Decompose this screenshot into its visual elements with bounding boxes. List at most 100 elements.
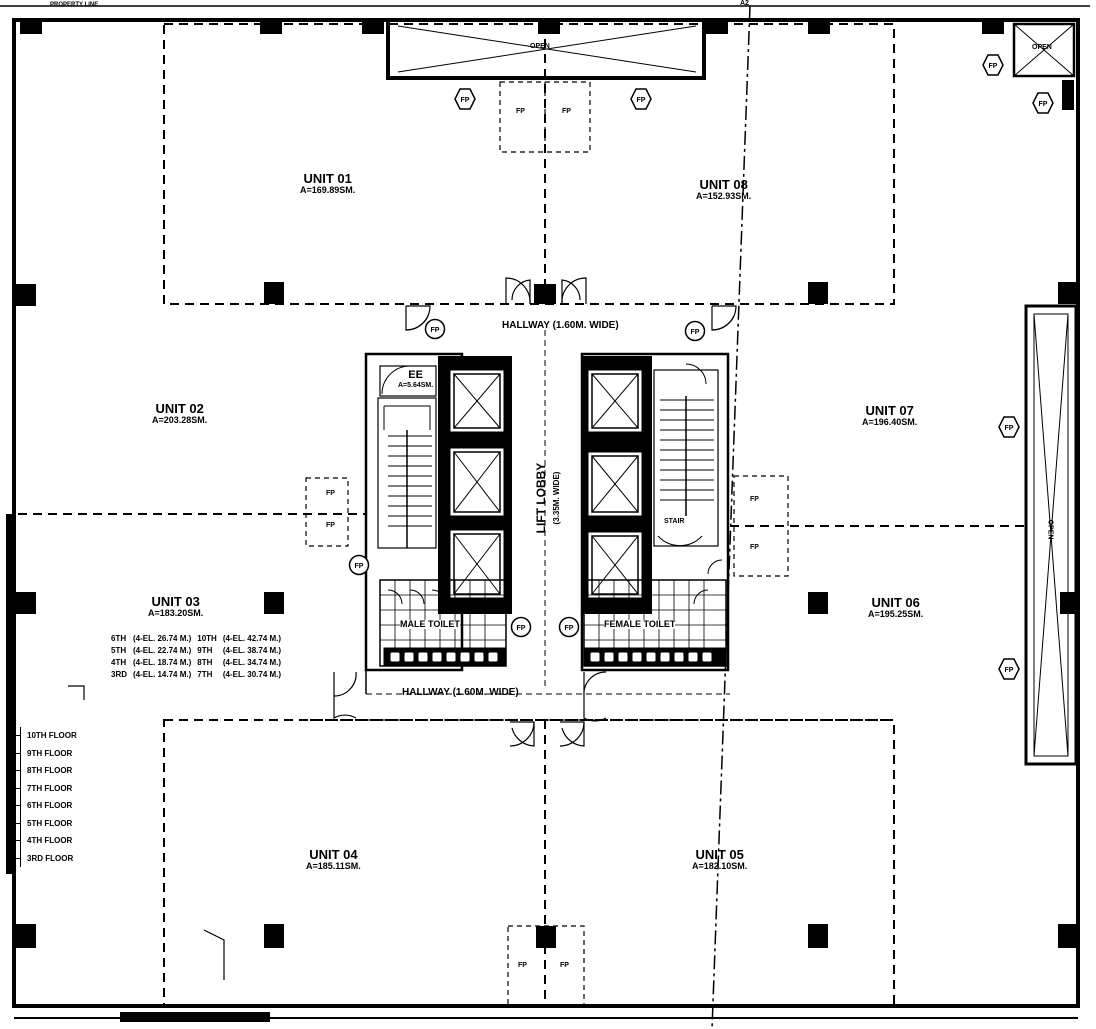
- shaft-tag: FP: [518, 962, 527, 969]
- elevation-value: (4-EL. 34.74 M.): [222, 658, 282, 667]
- shaft-tag: FP: [516, 108, 525, 115]
- unit-07-area: A=196.40SM.: [862, 416, 918, 427]
- floor-item: 8TH FLOOR: [7, 762, 77, 780]
- unit-04-area: A=185.11SM.: [306, 860, 361, 871]
- shaft-tag: FP: [562, 108, 571, 115]
- elevation-floor: 4TH: [111, 658, 127, 667]
- shaft-bottom: [507, 925, 585, 1007]
- unit-03-label: UNIT 03 A=183.20SM.: [148, 595, 203, 618]
- elevation-value: (4-EL. 22.74 M.): [133, 646, 192, 655]
- shaft-right: [733, 475, 789, 577]
- gridline: [711, 5, 751, 1029]
- fp-tag-text: FP: [989, 63, 998, 70]
- floor-item: 3RD FLOOR: [7, 849, 77, 867]
- elevation-row: 5TH (4-EL. 22.74 M.) 9TH (4-EL. 38.74 M.…: [108, 645, 284, 657]
- columns: [16, 18, 1076, 948]
- unit-08-label: UNIT 08 A=152.93SM.: [696, 178, 751, 201]
- stair-label: STAIR: [664, 518, 685, 526]
- elevation-floor: 8TH: [197, 658, 213, 667]
- hallway-bottom-label: HALLWAY (1.60M. WIDE): [402, 687, 519, 698]
- fp-tag-text: FP: [1039, 101, 1048, 108]
- fire-pipe-tag-icon: FP: [998, 416, 1020, 438]
- fire-pipe-tag-icon: FP: [998, 658, 1020, 680]
- floor-item: 9TH FLOOR: [7, 744, 77, 762]
- fp-tag-text: FP: [691, 329, 700, 336]
- female-toilet-fixtures: [583, 559, 727, 667]
- shaft-tag: FP: [560, 962, 569, 969]
- lifts-left: [438, 356, 512, 614]
- fire-pipe-tag-icon: FP: [1032, 92, 1054, 114]
- open-void-corner: [1012, 22, 1076, 78]
- bottom-rail: [120, 1012, 270, 1022]
- elevation-row: 6TH (4-EL. 26.74 M.) 10TH (4-EL. 42.74 M…: [108, 633, 284, 645]
- fire-pipe-tag-icon: FP: [630, 88, 652, 110]
- floor-item: 4TH FLOOR: [7, 832, 77, 850]
- stair-left: [377, 365, 437, 549]
- doors: [68, 277, 737, 980]
- unit-02-area: A=203.28SM.: [152, 414, 208, 425]
- unit-08-area: A=152.93SM.: [696, 190, 752, 201]
- floor-item: 5TH FLOOR: [7, 814, 77, 832]
- shaft-tag: FP: [326, 490, 335, 497]
- elevation-value: (4-EL. 18.74 M.): [133, 658, 192, 667]
- unit-boundaries: [18, 23, 1025, 1007]
- open-void-right: [1024, 304, 1078, 766]
- male-toilet-label: MALE TOILET: [400, 619, 460, 630]
- circle-tag-icon: FP: [684, 320, 706, 342]
- lift-lobby-width: (3.35M. WIDE): [552, 471, 561, 525]
- stair-right: [653, 363, 719, 547]
- open-label-right: OPEN: [1046, 519, 1054, 540]
- elevation-value: (4-EL. 14.74 M.): [133, 670, 192, 679]
- unit-07-name: UNIT 07: [865, 403, 914, 418]
- hallway-top-label: HALLWAY (1.60M. WIDE): [502, 320, 619, 331]
- unit-05-area: A=182.10SM.: [692, 860, 748, 871]
- lift-lobby-name: LIFT LOBBY: [534, 462, 548, 534]
- shaft-tag: FP: [326, 522, 335, 529]
- male-toilet-fixtures: [379, 579, 507, 667]
- elevation-floor: 6TH: [111, 634, 127, 643]
- unit-07-label: UNIT 07 A=196.40SM.: [862, 404, 917, 427]
- elevation-value: (4-EL. 26.74 M.): [133, 634, 192, 643]
- open-label-corner: OPEN: [1032, 44, 1052, 51]
- unit-03-name: UNIT 03: [151, 594, 200, 609]
- shaft-tag: FP: [750, 544, 759, 551]
- elevation-row: 3RD (4-EL. 14.74 M.) 7TH (4-EL. 30.74 M.…: [108, 669, 284, 681]
- unit-01-label: UNIT 01 A=169.89SM.: [300, 172, 355, 195]
- elevation-value: (4-EL. 30.74 M.): [222, 670, 282, 679]
- female-toilet-label: FEMALE TOILET: [604, 619, 676, 630]
- circle-tag-icon: FP: [558, 616, 580, 638]
- fire-pipe-tag-icon: FP: [454, 88, 476, 110]
- open-label-top: OPEN: [530, 43, 550, 50]
- circle-tag-icon: FP: [510, 616, 532, 638]
- elevation-floor: 7TH: [197, 670, 213, 679]
- floor-item: 10TH FLOOR: [7, 727, 77, 745]
- unit-04-label: UNIT 04 A=185.11SM.: [306, 848, 361, 871]
- property-line-label: PROPERTY LINE: [50, 2, 99, 8]
- unit-08-name: UNIT 08: [699, 177, 748, 192]
- unit-01-area: A=169.89SM.: [300, 184, 356, 195]
- elevation-floor: 10TH: [197, 634, 217, 643]
- fp-tag-text: FP: [1005, 667, 1014, 674]
- floor-list: 10TH FLOOR 9TH FLOOR 8TH FLOOR 7TH FLOOR…: [7, 727, 77, 867]
- unit-05-name: UNIT 05: [695, 847, 744, 862]
- lifts-right: [582, 356, 652, 614]
- floor-item: 6TH FLOOR: [7, 797, 77, 815]
- elevation-value: (4-EL. 38.74 M.): [222, 646, 282, 655]
- gridline-label: A2: [740, 0, 749, 7]
- elevation-value: (4-EL. 42.74 M.): [222, 634, 282, 643]
- fp-tag-text: FP: [431, 327, 440, 334]
- lift-lobby-label: LIFT LOBBY (3.35M. WIDE): [534, 448, 562, 548]
- ee-room-area: A=5.64SM.: [398, 381, 434, 389]
- fp-tag-text: FP: [355, 563, 364, 570]
- unit-06-name: UNIT 06: [871, 595, 920, 610]
- shaft-top: [499, 81, 591, 153]
- circle-tag-icon: FP: [424, 318, 446, 340]
- elevation-floor: 9TH: [197, 646, 213, 655]
- elevation-floor: 3RD: [111, 670, 128, 679]
- fp-tag-text: FP: [517, 625, 526, 632]
- elevation-floor: 5TH: [111, 646, 127, 655]
- unit-05-label: UNIT 05 A=182.10SM.: [692, 848, 747, 871]
- unit-03-area: A=183.20SM.: [148, 607, 204, 618]
- unit-04-name: UNIT 04: [309, 847, 358, 862]
